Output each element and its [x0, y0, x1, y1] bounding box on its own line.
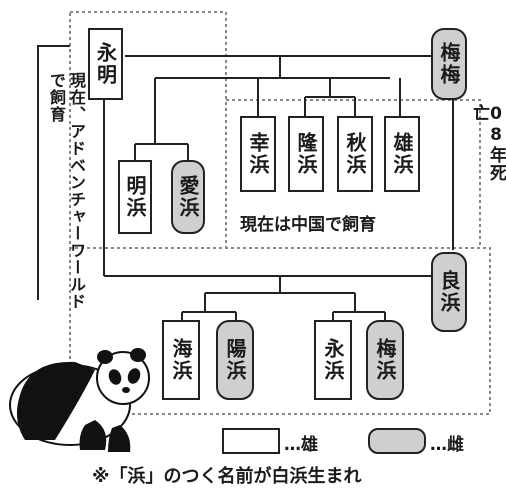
panda-baihin: 梅浜 — [366, 320, 404, 400]
china-label: 現在は中国で飼育 — [240, 215, 376, 235]
adventure-world-group-outline — [69, 247, 491, 415]
adventure-world-label: 現在、アドベンチャーワールドで飼育 — [47, 72, 86, 310]
legend-male-swatch — [222, 428, 280, 454]
adventure-world-bracket — [37, 45, 70, 300]
panda-ryuhin: 隆浜 — [288, 116, 324, 192]
panda-aihin: 愛浜 — [171, 160, 205, 234]
panda-meihin: 明浜 — [118, 160, 152, 234]
panda-illustration — [9, 348, 150, 452]
legend-female-label: …雌 — [430, 435, 464, 455]
china-group-outline-right — [226, 99, 481, 249]
panda-meimei: 梅梅 — [431, 28, 467, 100]
legend-male-label: …雄 — [284, 435, 318, 455]
panda-rahin: 良浜 — [431, 252, 467, 332]
panda-yuhin: 雄浜 — [384, 116, 420, 192]
china-group-outline — [69, 11, 227, 249]
panda-shuhin: 秋浜 — [337, 116, 373, 192]
panda-kouhin: 幸浜 — [240, 116, 276, 192]
panda-eimei: 永明 — [88, 28, 123, 100]
panda-kaihin: 海浜 — [162, 320, 200, 400]
legend-female-swatch — [368, 428, 426, 454]
panda-eihin: 永浜 — [314, 320, 352, 400]
footnote: ※「浜」のつく名前が白浜生まれ — [92, 466, 362, 487]
meimei-died-label: 08年死亡 — [469, 104, 506, 182]
panda-youhin: 陽浜 — [216, 320, 254, 400]
